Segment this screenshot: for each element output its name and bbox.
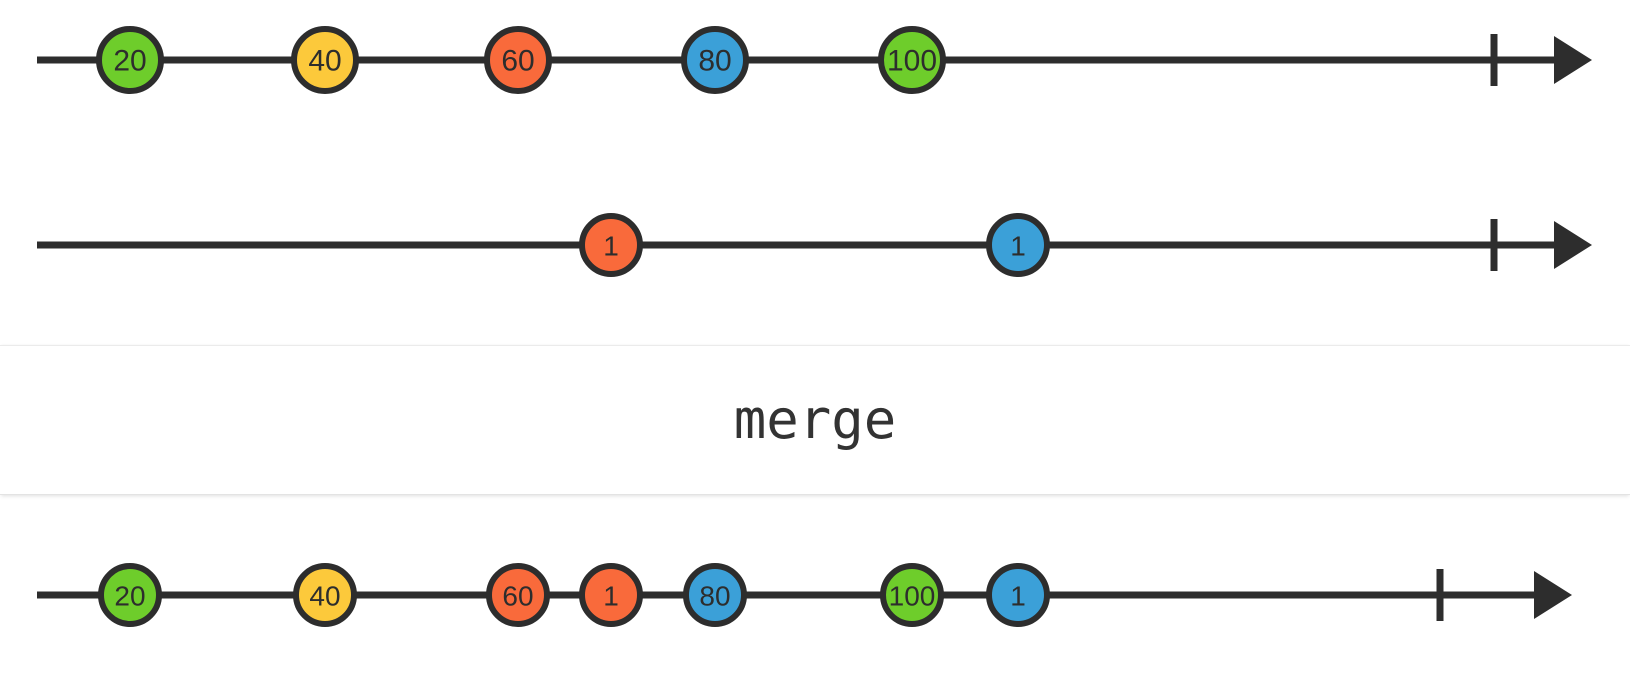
marble-value-label: 80 [699,581,730,612]
marble-circle[interactable] [986,213,1050,277]
timeline-arrow-icon [1534,571,1572,619]
marble-circle[interactable] [96,26,164,94]
marble-circle[interactable] [579,563,643,627]
marble-circle[interactable] [880,563,944,627]
marble-value-label: 40 [308,45,341,78]
marble-value-label: 20 [113,45,146,78]
marble[interactable]: 1 [986,563,1050,627]
marble-value-label: 100 [887,45,937,78]
marble[interactable]: 60 [484,26,552,94]
marble[interactable]: 100 [880,563,944,627]
marble-circle[interactable] [579,213,643,277]
marble-value-label: 40 [309,581,340,612]
timeline-output-track [37,569,1572,621]
timeline-input-b-track [37,219,1592,271]
marble[interactable]: 20 [96,26,164,94]
marble[interactable]: 40 [291,26,359,94]
marble-value-label: 1 [603,231,619,262]
marble[interactable]: 1 [986,213,1050,277]
marble-value-label: 1 [1010,231,1026,262]
marble[interactable]: 80 [683,563,747,627]
marble-value-label: 80 [698,45,731,78]
marble-circle[interactable] [484,26,552,94]
marble-circle[interactable] [293,563,357,627]
marble[interactable]: 60 [486,563,550,627]
marble[interactable]: 1 [579,213,643,277]
marble-circle[interactable] [98,563,162,627]
timeline-input-a-marbles[interactable]: 20 40 60 80 100 [96,26,946,94]
marble[interactable]: 100 [878,26,946,94]
marble-circle[interactable] [878,26,946,94]
marble-circle[interactable] [291,26,359,94]
operator-band[interactable]: merge [0,345,1630,495]
marble-value-label: 60 [501,45,534,78]
marble-value-label: 1 [603,581,619,612]
marble-circle[interactable] [986,563,1050,627]
timeline-input-a-canvas: 20 40 60 80 100 [37,26,1592,94]
marble-circle[interactable] [681,26,749,94]
marble[interactable]: 40 [293,563,357,627]
operator-label: merge [733,388,897,451]
marble-value-label: 60 [502,581,533,612]
marble-value-label: 1 [1010,581,1026,612]
marble-circle[interactable] [486,563,550,627]
marble-circle[interactable] [683,563,747,627]
marble[interactable]: 1 [579,563,643,627]
marble-value-label: 100 [889,581,936,612]
timeline-arrow-icon [1554,221,1592,269]
timeline-output-marbles[interactable]: 20 40 60 1 80 100 1 [98,563,1050,627]
timeline-output[interactable]: 20 40 60 1 80 100 1 [0,535,1630,655]
timeline-output-canvas: 20 40 60 1 80 100 1 [37,563,1572,627]
marble-value-label: 20 [114,581,145,612]
timeline-input-a[interactable]: 20 40 60 80 100 [0,0,1630,120]
timeline-arrow-icon [1554,36,1592,84]
marble[interactable]: 80 [681,26,749,94]
timeline-input-a-track [37,34,1592,86]
marble[interactable]: 20 [98,563,162,627]
